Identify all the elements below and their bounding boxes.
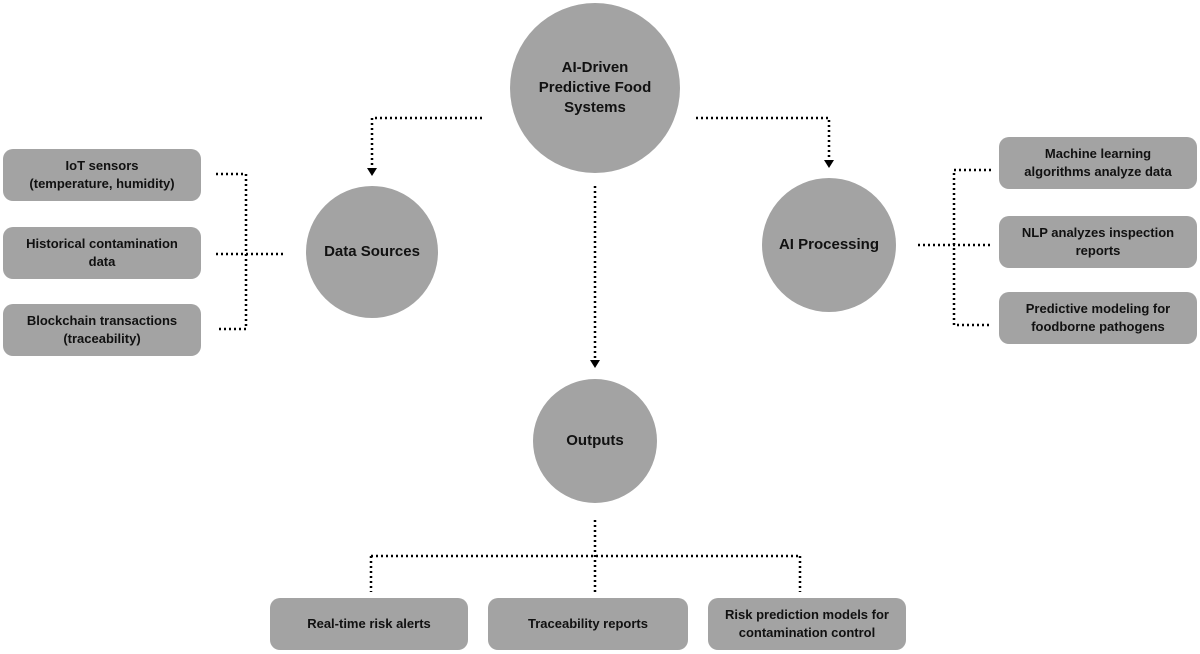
- connector-center-to-ai-processing: [696, 116, 831, 160]
- data-source-item-label: Blockchain transactions (traceability): [26, 313, 178, 346]
- output-item: Real-time risk alerts: [270, 598, 468, 650]
- ai-processing-item-label: Machine learning algorithms analyze data: [1024, 146, 1172, 179]
- data-source-item-label: IoT sensors (temperature, humidity): [29, 158, 175, 191]
- data-sources-label: Data Sources: [324, 243, 420, 260]
- data-source-item: Historical contamination data: [3, 227, 201, 279]
- arrowhead-outputs: [590, 360, 600, 368]
- data-source-item: IoT sensors (temperature, humidity): [3, 149, 201, 201]
- ai-processing-item-label: NLP analyzes inspection reports: [1021, 225, 1175, 258]
- ai-processing-item-label: Predictive modeling for foodborne pathog…: [1025, 301, 1171, 334]
- output-item-label: Real-time risk alerts: [307, 616, 431, 631]
- center-node: AI-Driven Predictive Food Systems: [510, 3, 680, 173]
- center-node-label: AI-Driven Predictive Food Systems: [538, 59, 652, 116]
- outputs-label: Outputs: [566, 432, 624, 449]
- connector-data-sources-bracket: [216, 172, 248, 331]
- ai-processing-item: NLP analyzes inspection reports: [999, 216, 1197, 268]
- output-item-label: Risk prediction models for contamination…: [725, 607, 889, 640]
- ai-processing-item: Predictive modeling for foodborne pathog…: [999, 292, 1197, 344]
- arrowhead-ai-processing: [824, 160, 834, 168]
- connector-ai-processing-bracket: [952, 168, 991, 327]
- outputs-node: Outputs: [533, 379, 657, 503]
- output-item-label: Traceability reports: [528, 616, 648, 631]
- output-item: Risk prediction models for contamination…: [708, 598, 906, 650]
- output-item: Traceability reports: [488, 598, 688, 650]
- data-sources-node: Data Sources: [306, 186, 438, 318]
- ai-processing-node: AI Processing: [762, 178, 896, 312]
- data-source-item-label: Historical contamination data: [26, 236, 178, 269]
- ai-processing-item: Machine learning algorithms analyze data: [999, 137, 1197, 189]
- data-source-item: Blockchain transactions (traceability): [3, 304, 201, 356]
- ai-processing-label: AI Processing: [778, 236, 880, 253]
- arrowhead-data-sources: [367, 168, 377, 176]
- connector-center-to-data-sources: [370, 116, 482, 172]
